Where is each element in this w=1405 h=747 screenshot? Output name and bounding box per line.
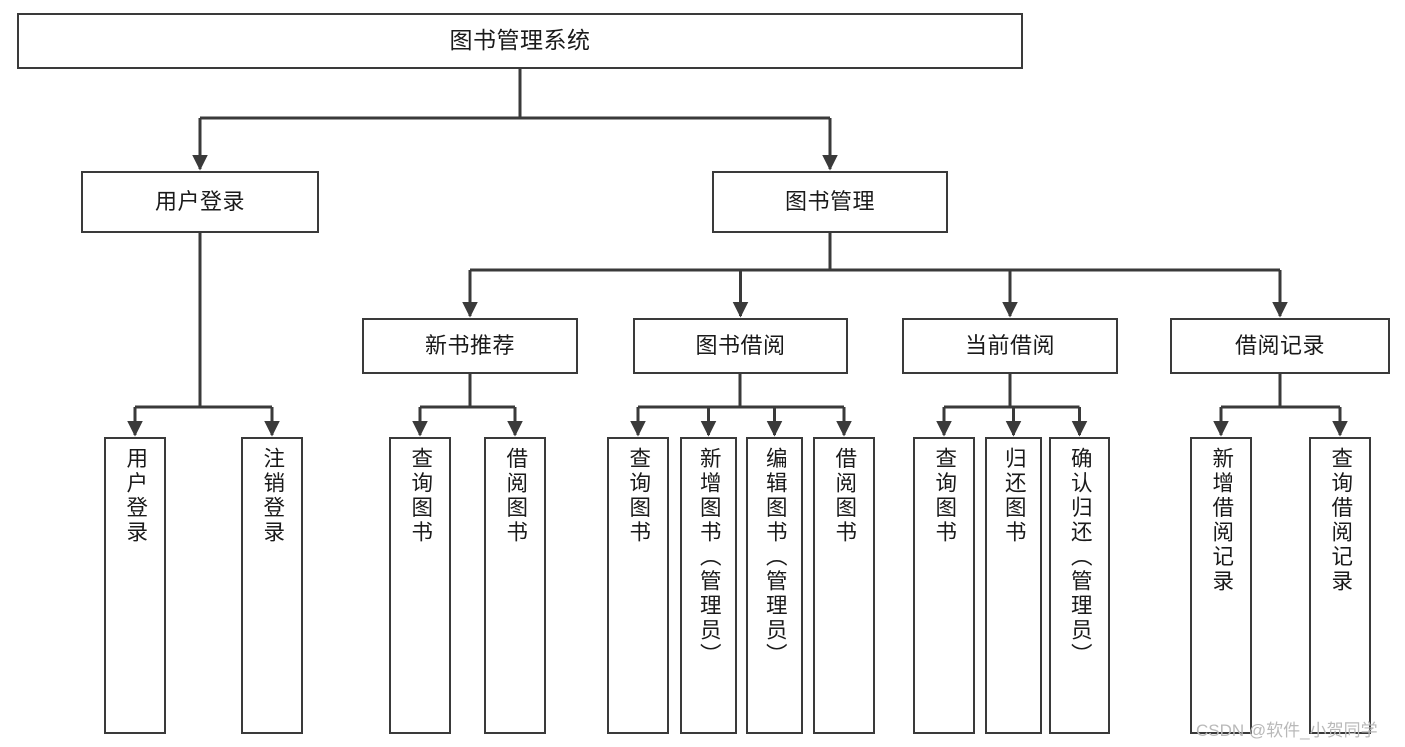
node-cb-confirm[interactable]: 确认归还（管理员） xyxy=(1049,437,1110,734)
node-newbooks[interactable]: 新书推荐 xyxy=(362,318,578,374)
node-label-nb-borrow: 借阅图书 xyxy=(503,447,528,545)
node-rc-query[interactable]: 查询借阅记录 xyxy=(1309,437,1371,734)
node-label-bk-borrow: 借阅图书 xyxy=(832,447,857,545)
node-label-rc-add: 新增借阅记录 xyxy=(1209,447,1234,594)
node-login-do[interactable]: 用户登录 xyxy=(104,437,166,734)
node-login[interactable]: 用户登录 xyxy=(81,171,319,233)
node-bk-query[interactable]: 查询图书 xyxy=(607,437,669,734)
node-label-borrow: 图书借阅 xyxy=(695,332,786,358)
node-bk-add[interactable]: 新增图书（管理员） xyxy=(680,437,737,734)
node-label-root: 图书管理系统 xyxy=(449,27,591,54)
node-label-bookmgmt: 图书管理 xyxy=(784,188,875,214)
node-label-records: 借阅记录 xyxy=(1234,332,1325,358)
node-records[interactable]: 借阅记录 xyxy=(1170,318,1390,374)
node-label-bk-edit: 编辑图书（管理员） xyxy=(763,447,788,668)
node-borrow[interactable]: 图书借阅 xyxy=(633,318,848,374)
node-label-current: 当前借阅 xyxy=(964,332,1055,358)
node-label-login: 用户登录 xyxy=(154,188,245,214)
node-bk-borrow[interactable]: 借阅图书 xyxy=(813,437,875,734)
node-label-rc-query: 查询借阅记录 xyxy=(1328,447,1353,594)
node-nb-query[interactable]: 查询图书 xyxy=(389,437,451,734)
node-cb-query[interactable]: 查询图书 xyxy=(913,437,975,734)
node-login-out[interactable]: 注销登录 xyxy=(241,437,303,734)
node-label-cb-query: 查询图书 xyxy=(932,447,957,545)
node-rc-add[interactable]: 新增借阅记录 xyxy=(1190,437,1252,734)
node-bk-edit[interactable]: 编辑图书（管理员） xyxy=(746,437,803,734)
node-bookmgmt[interactable]: 图书管理 xyxy=(712,171,948,233)
node-label-bk-add: 新增图书（管理员） xyxy=(697,447,722,668)
node-label-cb-return: 归还图书 xyxy=(1002,447,1027,545)
node-label-nb-query: 查询图书 xyxy=(408,447,433,545)
edge-group xyxy=(127,69,1348,437)
node-label-login-do: 用户登录 xyxy=(123,447,148,545)
node-nb-borrow[interactable]: 借阅图书 xyxy=(484,437,546,734)
node-current[interactable]: 当前借阅 xyxy=(902,318,1118,374)
node-label-bk-query: 查询图书 xyxy=(626,447,651,545)
node-cb-return[interactable]: 归还图书 xyxy=(985,437,1042,734)
node-root[interactable]: 图书管理系统 xyxy=(17,13,1023,69)
node-label-login-out: 注销登录 xyxy=(260,447,285,545)
node-label-cb-confirm: 确认归还（管理员） xyxy=(1068,447,1093,668)
node-label-newbooks: 新书推荐 xyxy=(424,332,515,358)
